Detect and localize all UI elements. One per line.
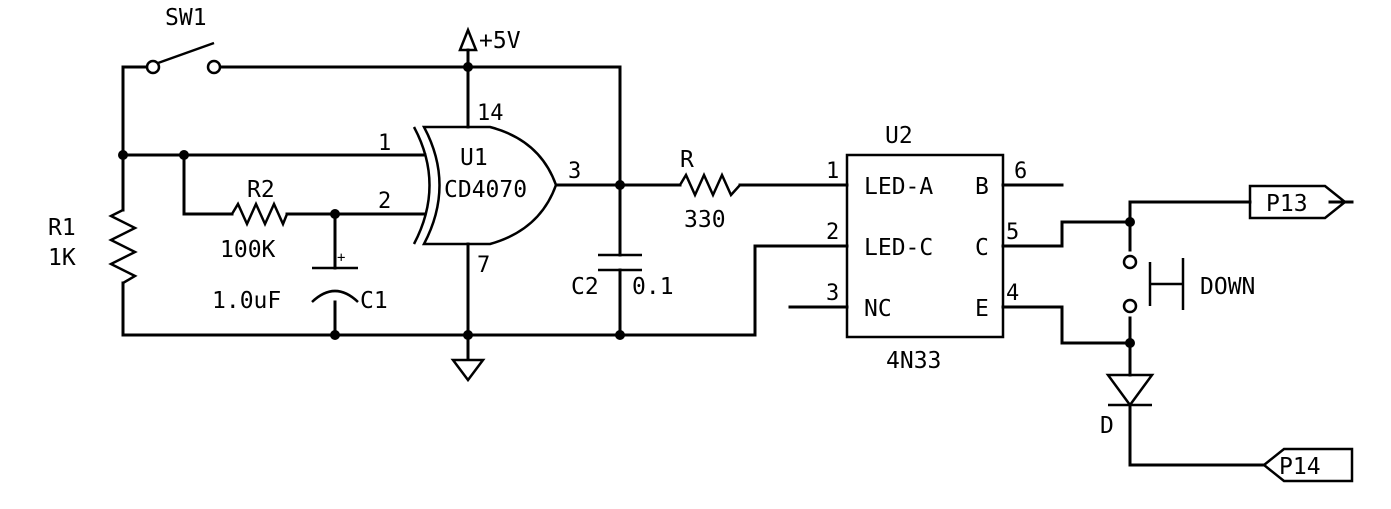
u2-pin-name: E [975,296,989,322]
ic-u2: U2 4N33 1 LED-A 2 LED-C 3 NC 6 B 5 C 4 E [826,123,1027,374]
u2-part: 4N33 [886,348,941,374]
junction-dot [1125,217,1135,227]
c2-value: 0.1 [632,274,674,300]
p14-label: P14 [1279,454,1321,480]
r1-ref: R1 [48,215,76,241]
r2-value: 100K [220,237,276,263]
diode-triangle-icon [1105,373,1155,408]
u1-pin3-num: 3 [568,159,581,184]
wire-p14 [1128,403,1266,467]
resistor-zigzag-icon [678,171,741,199]
u1-part: CD4070 [444,177,527,203]
r-value: 330 [684,207,726,233]
u2-pin-num: 6 [1014,159,1027,184]
junctions [118,62,1135,348]
vcc-arrow-icon [458,26,478,52]
port-tag-icon [1261,447,1354,483]
wire-ground-rail [121,244,849,337]
switch-contact-icon [1122,254,1138,270]
u2-pin-name: B [975,174,989,200]
junction-dot [463,62,473,72]
d-ref: D [1100,413,1114,439]
resistor-r: R 330 [678,147,741,233]
ic-body-icon [845,153,1005,339]
connector-p13: P13 [1248,184,1348,220]
u1-pin7-num: 7 [477,253,490,278]
junction-dot [330,209,340,219]
wire-sw1-left [121,65,149,157]
resistor-r1: R1 1K [48,208,138,285]
junction-dot [615,180,625,190]
u2-pin-name: LED-C [864,235,933,261]
u1-pin1-num: 1 [378,131,391,156]
resistor-zigzag-icon [108,208,138,285]
c1-value: 1.0uF [212,288,281,314]
ground-icon [450,358,486,383]
u2-pin-num: 3 [826,281,839,306]
ground-symbol [450,358,486,383]
capacitor-c2: C2 0.1 [571,253,674,300]
xor-body-icon [421,125,558,246]
connector-p14: P14 [1261,447,1354,483]
r-ref: R [680,147,694,173]
r2-ref: R2 [247,177,275,203]
wire-vcc-rail [218,65,622,257]
u1-ref: U1 [460,145,488,171]
junction-dot [1125,338,1135,348]
junction-dot [330,330,340,340]
port-tag-icon [1248,184,1348,220]
c1-ref: C1 [360,288,388,314]
u2-pin-num: 2 [826,220,839,245]
wire-u2-pin4 [1001,305,1132,345]
u2-pin-num: 5 [1006,220,1019,245]
vcc-symbol: +5V [458,26,521,54]
wires [121,48,1354,467]
u2-pin-name: LED-A [864,174,933,200]
c2-ref: C2 [571,274,599,300]
sw1-ref: SW1 [165,5,207,31]
junction-dot [615,330,625,340]
diode-d: D [1100,373,1155,439]
switch-lever-icon [157,41,215,65]
capacitor-curved-plate-icon [311,289,359,303]
down-ref: DOWN [1200,274,1255,300]
u2-ref: U2 [885,123,913,149]
gate-u1: U1 CD4070 1 2 3 14 7 [378,101,581,278]
junction-dot [463,330,473,340]
pushbutton-down: DOWN [1122,254,1255,314]
vcc-label: +5V [479,28,521,54]
u1-pin14-num: 14 [477,101,504,126]
p13-label: P13 [1266,191,1308,217]
u2-pin-name: C [975,235,989,261]
u1-pin2-num: 2 [378,189,391,214]
xor-input-curve-icon [412,126,431,245]
u2-pin-name: NC [864,296,892,322]
c1-polarity: + [337,250,345,266]
switch-sw1: SW1 [145,5,222,75]
wire-r2-left [182,153,234,216]
junction-dot [118,150,128,160]
capacitor-c1: + 1.0uF C1 [212,250,388,314]
r1-value: 1K [48,245,76,271]
wire-p13 [1128,200,1252,252]
switch-contact-icon [1122,298,1138,314]
u2-pin-num: 1 [826,159,839,184]
resistor-r2: R2 100K [220,177,289,263]
u2-pin-num: 4 [1006,281,1019,306]
resistor-zigzag-icon [230,200,289,228]
junction-dot [179,150,189,160]
switch-contact-icon [206,59,222,75]
wire-u2-pin5 [1001,220,1132,248]
switch-contact-icon [145,59,161,75]
